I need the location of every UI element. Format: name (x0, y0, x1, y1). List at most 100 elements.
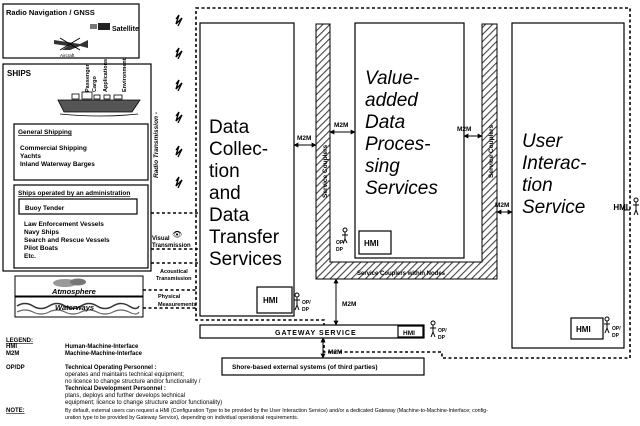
waterways-panel: Waterways (14, 296, 144, 318)
physical-label-2: Measurements (158, 302, 197, 308)
value-added-title: Value- added Data Proces- sing Services (365, 68, 438, 199)
legend-note-line-2: uration type to be provided by Gateway S… (65, 415, 298, 421)
service-couplers-u (315, 23, 498, 280)
opdp-1a: OP/ (302, 300, 311, 306)
general-item-inland: Inland Waterway Barges (20, 161, 95, 168)
legend: LEGEND: HMI Human-Machine-Interface M2M … (6, 338, 488, 421)
service-couplers-within-label: Service Couplers within Nodes (357, 271, 446, 277)
m2m-label-6: M2M (328, 349, 342, 356)
buoy-tender-label: Buoy Tender (25, 205, 65, 212)
svg-text:Value-: Value- (365, 68, 419, 89)
data-collection-box (199, 22, 295, 317)
opdp-2b: DP (336, 247, 344, 253)
admin-item-navy: Navy Ships (24, 229, 59, 236)
svg-text:Services: Services (209, 249, 282, 270)
value-added-hmi-box (358, 230, 392, 255)
admin-item-etc: Etc. (24, 253, 36, 260)
legend-m2m-key: M2M (6, 351, 19, 357)
svg-text:User: User (522, 131, 563, 152)
legend-opdp-key: OP/DP (6, 365, 25, 371)
satellite-label: Satellite (112, 26, 139, 33)
m2m-label-4: M2M (495, 202, 509, 209)
svg-text:Data: Data (365, 112, 405, 133)
m2m-label-2: M2M (334, 122, 348, 129)
radio-wave-icons (175, 14, 183, 189)
waterways-label: Waterways (55, 303, 94, 312)
physical-label-1: Physical (158, 294, 181, 300)
gateway-hmi-box (397, 325, 424, 338)
svg-text:Data: Data (209, 117, 250, 138)
visual-label-1: Visual (152, 236, 170, 242)
eye-icon: 👁 (172, 230, 182, 239)
opdp-4a: OP/ (438, 328, 447, 334)
admin-item-sar: Search and Rescue Vessels (24, 237, 110, 244)
svg-text:Data: Data (209, 205, 250, 226)
legend-hmi-text: Human-Machine-Interface (65, 344, 139, 350)
svg-text:Service: Service (522, 197, 585, 218)
atmosphere-label: Atmosphere (51, 287, 96, 296)
satellite-icon (90, 23, 110, 30)
legend-opdp-line-2: operates and maintains technical equipme… (65, 372, 184, 378)
gateway-hmi-label: HMI (403, 330, 415, 337)
general-shipping-box (13, 123, 149, 181)
shore-systems-box (221, 357, 425, 376)
opdp-3b: DP (612, 333, 620, 339)
admin-item-pilot: Pilot Boats (24, 245, 58, 252)
external-hmi-label: HMI (613, 203, 628, 212)
svg-text:Collec-: Collec- (209, 139, 268, 160)
operator-icon (294, 292, 300, 311)
general-shipping-title: General Shipping (18, 129, 72, 136)
admin-item-law: Law Enforcement Vessels (24, 221, 104, 228)
value-added-hmi-label: HMI (364, 239, 379, 248)
data-collection-hmi-label: HMI (263, 296, 278, 305)
legend-opdp-line-1: Technical Operating Personnel : (65, 365, 157, 371)
svg-text:and: and (209, 183, 241, 204)
legend-opdp-line-3: no licence to change structure and/or fu… (65, 379, 201, 385)
legend-opdp-line-4: Technical Development Personnel : (65, 386, 166, 392)
data-collection-title: Data Collec- tion and Data Transfer Serv… (209, 117, 282, 270)
service-couplers-right-label: Service Couplers (488, 125, 495, 178)
shore-systems-label: Shore-based external systems (of third p… (232, 364, 378, 371)
legend-opdp-line-6: equipment; licence to change structure a… (65, 400, 222, 406)
operator-icon (342, 227, 348, 244)
svg-text:added: added (365, 90, 419, 111)
svg-text:Interac-: Interac- (522, 153, 586, 174)
user-interaction-hmi-label: HMI (576, 325, 591, 334)
opdp-1b: DP (302, 307, 310, 313)
buoy-tender-box (18, 198, 138, 215)
radio-transmission-label: Radio Transmission - (153, 112, 160, 178)
service-couplers-left-label: Service Couplers (322, 145, 329, 198)
value-added-box (354, 22, 465, 259)
legend-m2m-text: Machine-Machine-Interface (65, 351, 143, 357)
svg-text:Services: Services (365, 178, 438, 199)
aircraft-icon (54, 37, 88, 51)
svg-text:tion: tion (209, 161, 240, 182)
svg-text:tion: tion (522, 175, 553, 196)
m2m-label-1: M2M (297, 135, 311, 142)
general-item-yachts: Yachts (20, 153, 41, 160)
opdp-3a: OP/ (612, 326, 621, 332)
visual-label-2: Transmission (152, 243, 191, 249)
category-environment: Environment (122, 58, 128, 92)
operator-icon (430, 320, 436, 338)
legend-title: LEGEND: (6, 338, 33, 344)
legend-hmi-key: HMI (6, 344, 17, 350)
admin-ships-title: Ships operated by an administration (18, 190, 130, 197)
general-item-commercial: Commercial Shipping (20, 145, 87, 152)
svg-text:Proces-: Proces- (365, 134, 430, 155)
radio-navigation-title: Radio Navigation / GNSS (6, 8, 95, 17)
legend-opdp-line-5: plans, deploys and further develops tech… (65, 393, 185, 399)
user-interaction-title: User Interac- tion Service (522, 131, 586, 218)
ship-icon (57, 91, 141, 117)
external-user-icon (633, 197, 639, 216)
m2m-label-5: M2M (342, 301, 356, 308)
svg-text:Transfer: Transfer (209, 227, 280, 248)
gateway-service-label: GATEWAY SERVICE (275, 330, 357, 337)
gateway-service-box (199, 324, 425, 339)
acoustical-label-1: Acoustical (160, 269, 188, 275)
category-passenger: Passenger (85, 63, 91, 92)
user-interaction-box (511, 22, 625, 349)
acoustical-label-2: Transmission (156, 276, 192, 282)
system-boundary (195, 7, 631, 359)
